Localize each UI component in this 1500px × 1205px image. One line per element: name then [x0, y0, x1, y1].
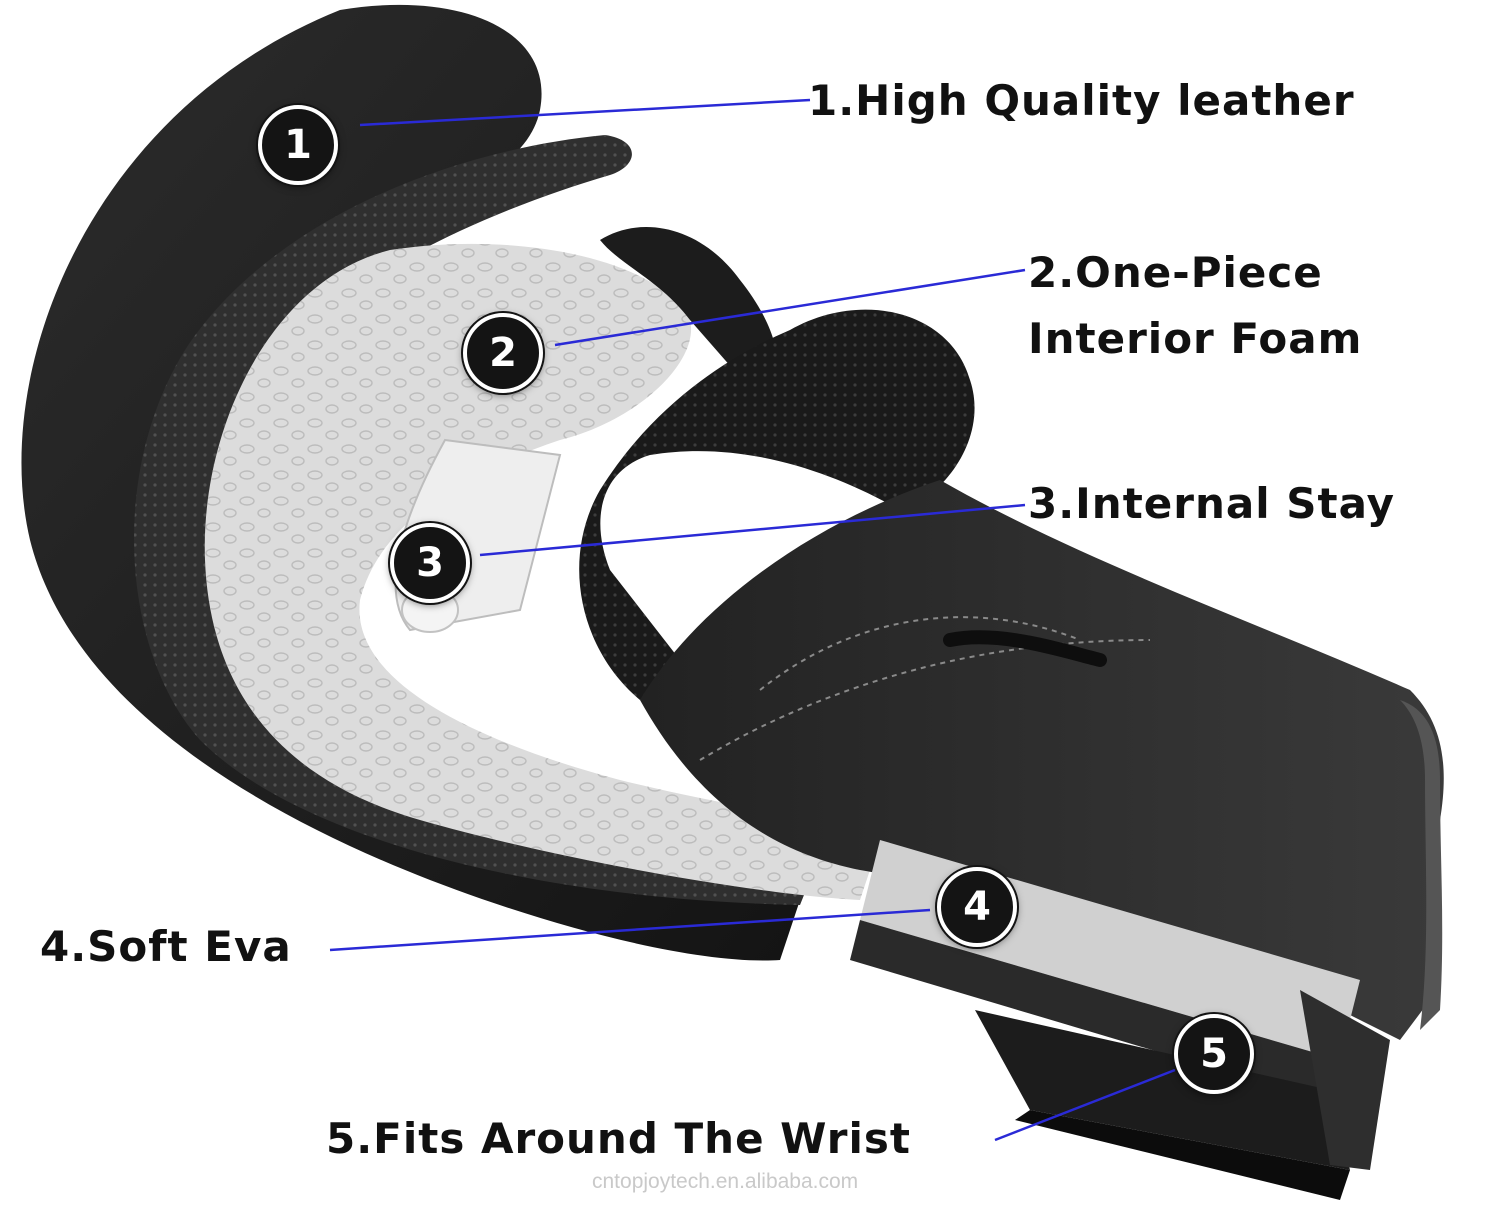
callout-label-2-line-2: Interior Foam — [1028, 314, 1363, 363]
callout-marker-3: 3 — [390, 523, 470, 603]
cuff-edge — [1400, 700, 1443, 1030]
callout-label-1: 1.High Quality leather — [808, 76, 1355, 125]
callout-marker-1: 1 — [258, 105, 338, 185]
callout-label-3: 3.Internal Stay — [1028, 479, 1395, 528]
leader-line-1 — [359, 98, 811, 127]
callout-marker-2: 2 — [463, 313, 543, 393]
callout-number-5: 5 — [1200, 1031, 1228, 1077]
callout-marker-5: 5 — [1174, 1014, 1254, 1094]
watermark: cntopjoytech.en.alibaba.com — [592, 1170, 859, 1193]
leader-line-2 — [554, 268, 1026, 347]
leader-line-4 — [329, 908, 931, 952]
palm-leather — [640, 480, 1444, 1040]
wrist-strap — [975, 1010, 1350, 1170]
callout-number-1: 1 — [284, 122, 312, 168]
callout-number-2: 2 — [489, 330, 517, 376]
callout-number-3: 3 — [416, 540, 444, 586]
thumb-piece — [600, 227, 778, 400]
leader-line-5 — [994, 1068, 1176, 1142]
callout-label-4: 4.Soft Eva — [40, 922, 292, 971]
leader-lines — [329, 98, 1176, 1142]
leader-line-3 — [479, 503, 1026, 557]
callout-marker-4: 4 — [937, 867, 1017, 947]
callout-label-2-line-1: 2.One-Piece — [1028, 248, 1323, 297]
callout-number-4: 4 — [963, 884, 991, 930]
callout-label-5: 5.Fits Around The Wrist — [326, 1114, 911, 1163]
